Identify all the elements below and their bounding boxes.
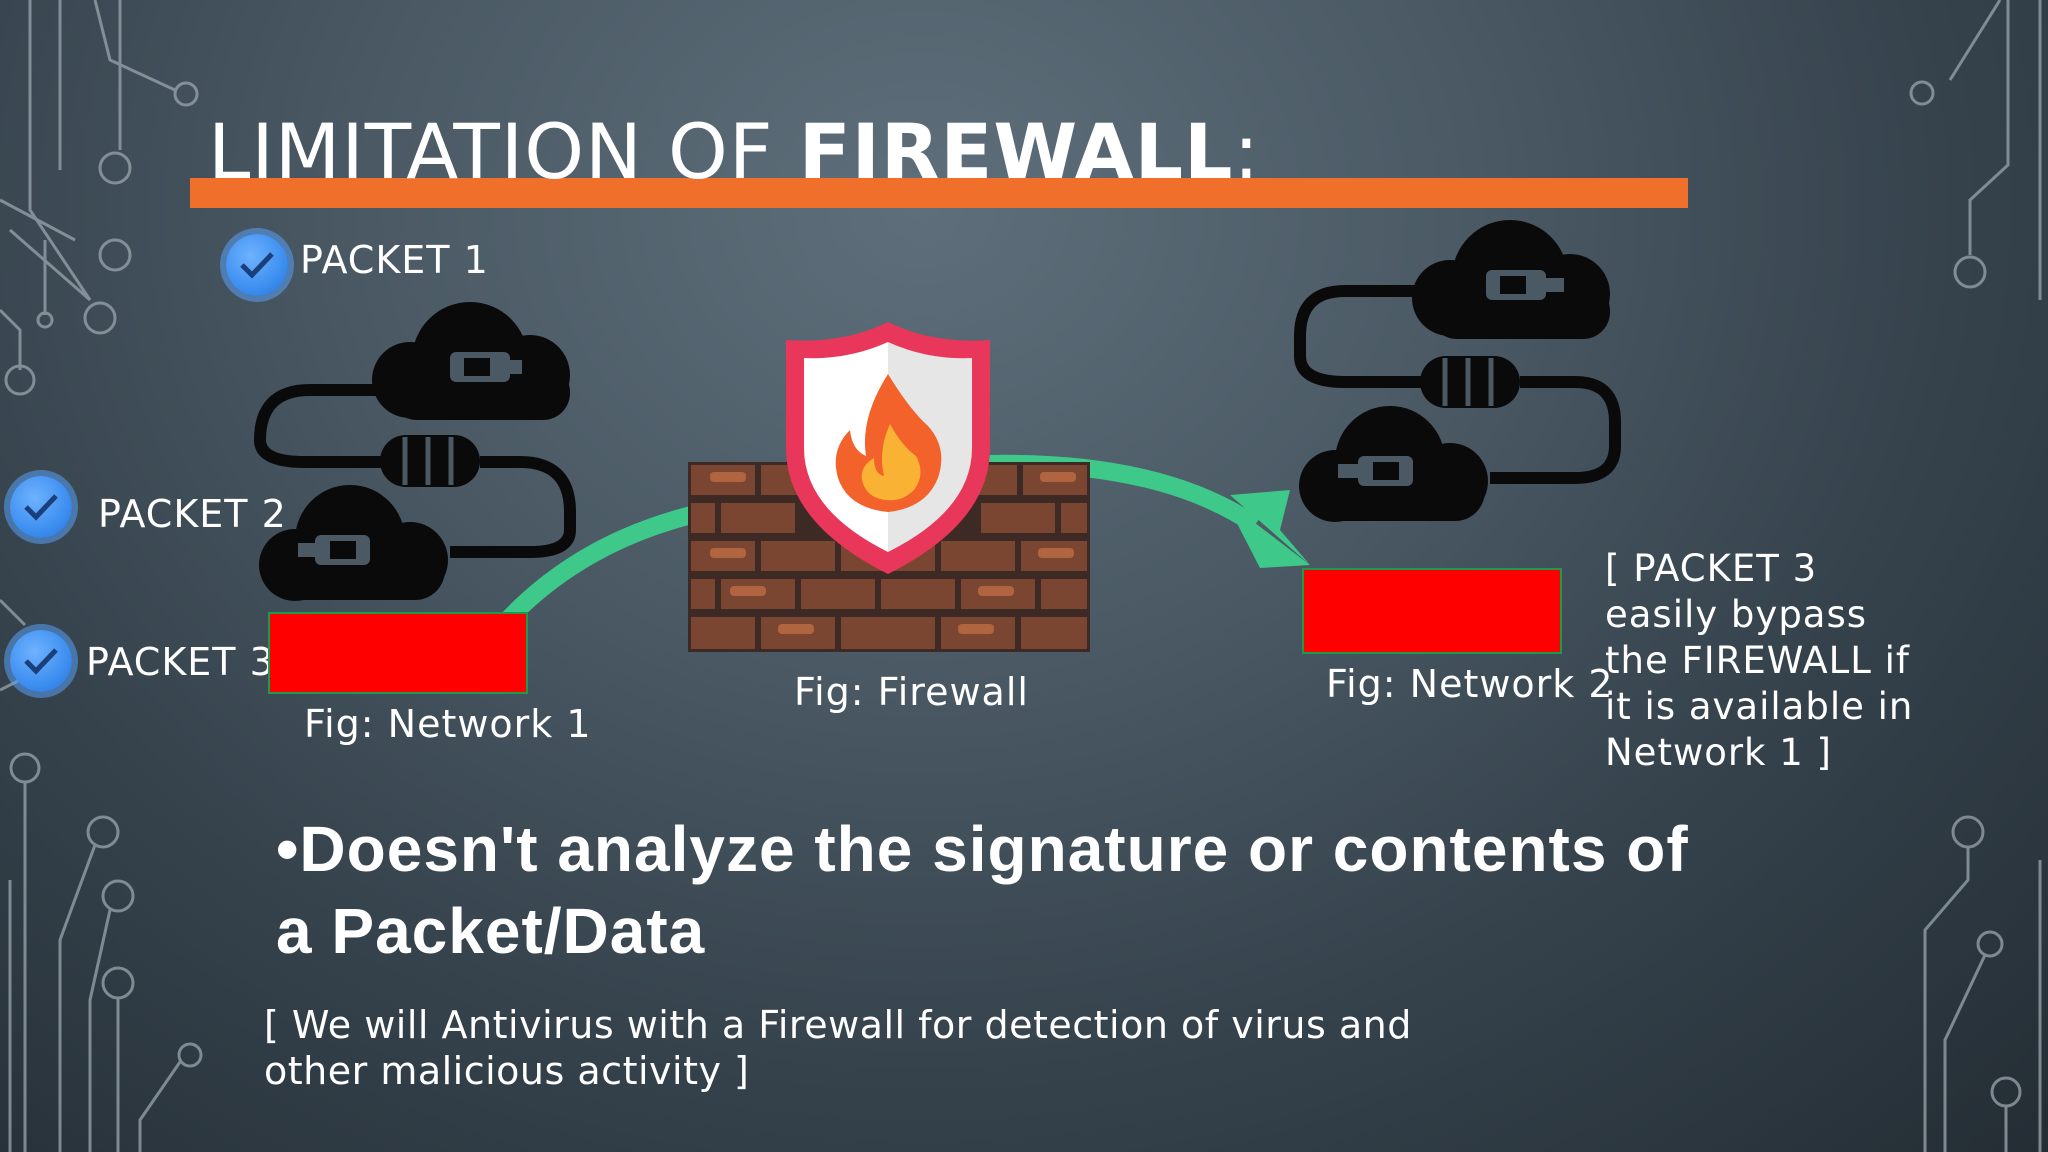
cloud-plug-icon <box>1294 220 1621 522</box>
checkmark-badge-icon <box>10 630 72 692</box>
redacted-box-network-2 <box>1302 568 1562 654</box>
redacted-box-network-1 <box>268 612 528 694</box>
fig-network-1-caption: Fig: Network 1 <box>304 702 592 746</box>
antivirus-footnote: [ We will Antivirus with a Firewall for … <box>264 1003 1412 1093</box>
bypass-note: [ PACKET 3 easily bypass the FIREWALL if… <box>1605 547 1914 774</box>
cloud-plug-icon <box>253 302 576 601</box>
packet-1-label: PACKET 1 <box>300 238 489 282</box>
title-underline-bar <box>190 178 1688 208</box>
packet-3-label: PACKET 3 <box>86 640 275 684</box>
firewall-shield-icon <box>786 322 990 574</box>
checkmark-badge-icon <box>226 234 288 296</box>
slide-title: LIMITATION OF FIREWALL: <box>208 107 1261 196</box>
fig-firewall-caption: Fig: Firewall <box>794 670 1029 714</box>
fig-network-2-caption: Fig: Network 2 <box>1326 662 1614 706</box>
packet-2-label: PACKET 2 <box>98 492 287 536</box>
main-bullet-point: •Doesn't analyze the signature or conten… <box>276 813 1689 967</box>
checkmark-badge-icon <box>10 476 72 538</box>
brick-wall-icon <box>688 462 1090 652</box>
flame-icon <box>835 374 942 512</box>
